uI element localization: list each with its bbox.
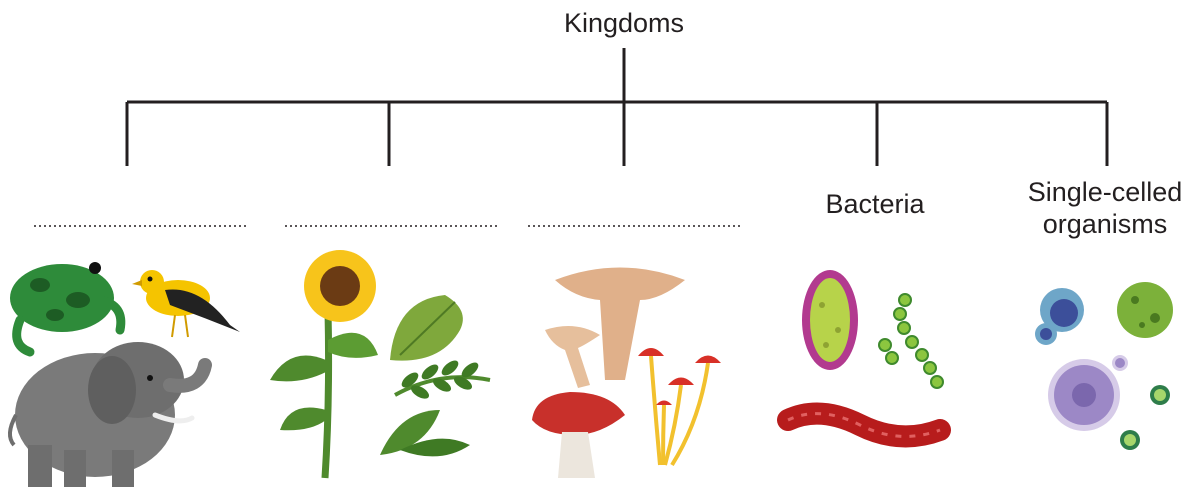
toadstool-icon — [638, 348, 721, 465]
protozoa-icon — [1048, 355, 1128, 431]
bacillus-icon — [802, 270, 858, 370]
tree-lines — [127, 48, 1107, 166]
elephant-icon — [10, 342, 205, 487]
label-single-celled: Single-celled organisms — [1010, 176, 1200, 240]
fern-icon — [380, 358, 490, 457]
sunflower-icon — [270, 250, 378, 478]
single-celled-label-line1: Single-celled — [1010, 176, 1200, 208]
mushroom-icon — [532, 392, 625, 478]
chanterelle-icon — [545, 268, 685, 389]
amoeba-icon — [1035, 288, 1084, 345]
bacteria-label-text: Bacteria — [825, 189, 924, 219]
label-bacteria: Bacteria — [800, 188, 950, 220]
spirillum-icon — [788, 414, 940, 437]
bird-icon — [132, 270, 240, 337]
single-celled-label-line2: organisms — [1010, 208, 1200, 240]
frog-icon — [10, 262, 121, 352]
streptococcus-icon — [879, 294, 943, 388]
leaf-icon — [390, 295, 463, 361]
